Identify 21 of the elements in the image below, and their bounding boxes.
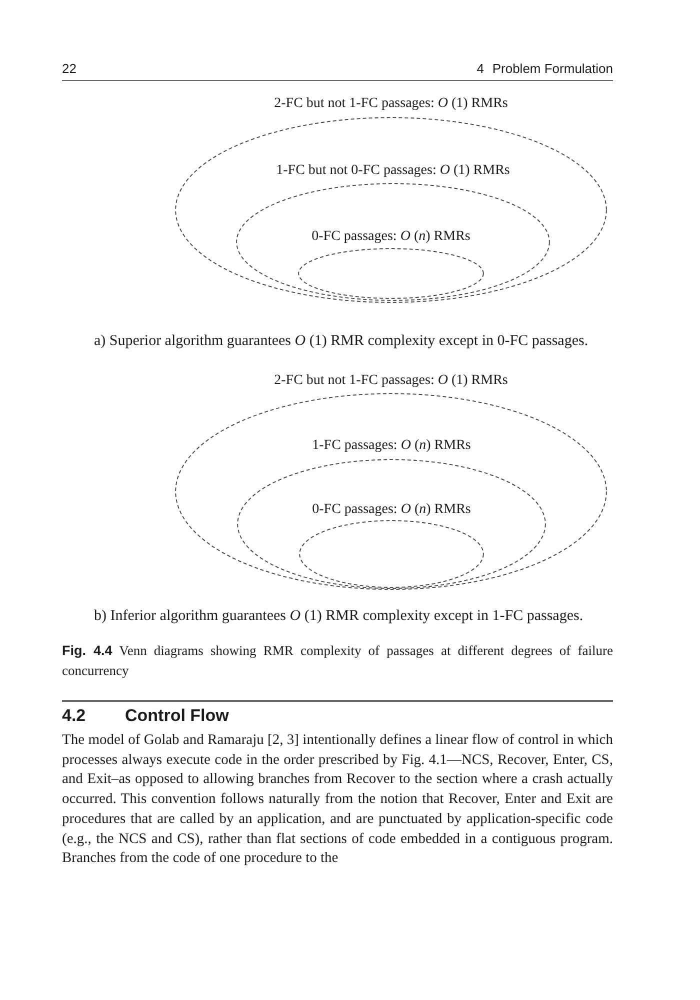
section-heading: Control Flow [125, 706, 229, 726]
venn-set [236, 162, 550, 301]
venn-set [299, 501, 484, 588]
venn-set [237, 437, 546, 589]
set-label: 1-FC but not 0-FC passages: O (1) RMRs [276, 162, 510, 180]
figure-caption: Fig. 4.4 Venn diagrams showing RMR complexity of passages at different degrees of failure concurrency [62, 642, 613, 680]
subfigure-caption: a) Superior algorithm guarantees O (1) RMR complexity except in 0-FC passages. [94, 332, 588, 350]
venn-set [298, 228, 484, 299]
page-number: 22 [62, 60, 76, 77]
venn-set [175, 95, 607, 303]
set-label: 2-FC but not 1-FC passages: O (1) RMRs [274, 372, 508, 390]
venn-set [175, 372, 607, 590]
section-number: 4.2 [62, 706, 86, 726]
body-paragraph: The model of Golab and Ramaraju [2, 3] intentionally defines a linear flow of control in which processes always execute code in the order prescribed by Fig. 4.1—NCS, Recover, Enter, CS, and Exit–as opposed to allowing branches from Recover to the section where a crash actually occurred. This convention follows naturally from the notion that Recover, Enter and Exit are procedures that are called by an application, and are punctuated by application-specific code (e.g., the NCS and CS), rather than flat sections of code embedded in a contiguous program. Branches from the code of one procedure to the [62, 731, 613, 868]
chapter-number: 4 [476, 60, 484, 77]
running-head: Problem Formulation [492, 60, 613, 77]
set-label: 1-FC passages: O (n) RMRs [312, 437, 471, 455]
set-label: 0-FC passages: O (n) RMRs [312, 228, 470, 246]
set-label: 0-FC passages: O (n) RMRs [312, 501, 471, 519]
subfigure-caption: b) Inferior algorithm guarantees O (1) RMR complexity except in 1-FC passages. [94, 607, 584, 625]
set-label: 2-FC but not 1-FC passages: O (1) RMRs [274, 95, 508, 113]
